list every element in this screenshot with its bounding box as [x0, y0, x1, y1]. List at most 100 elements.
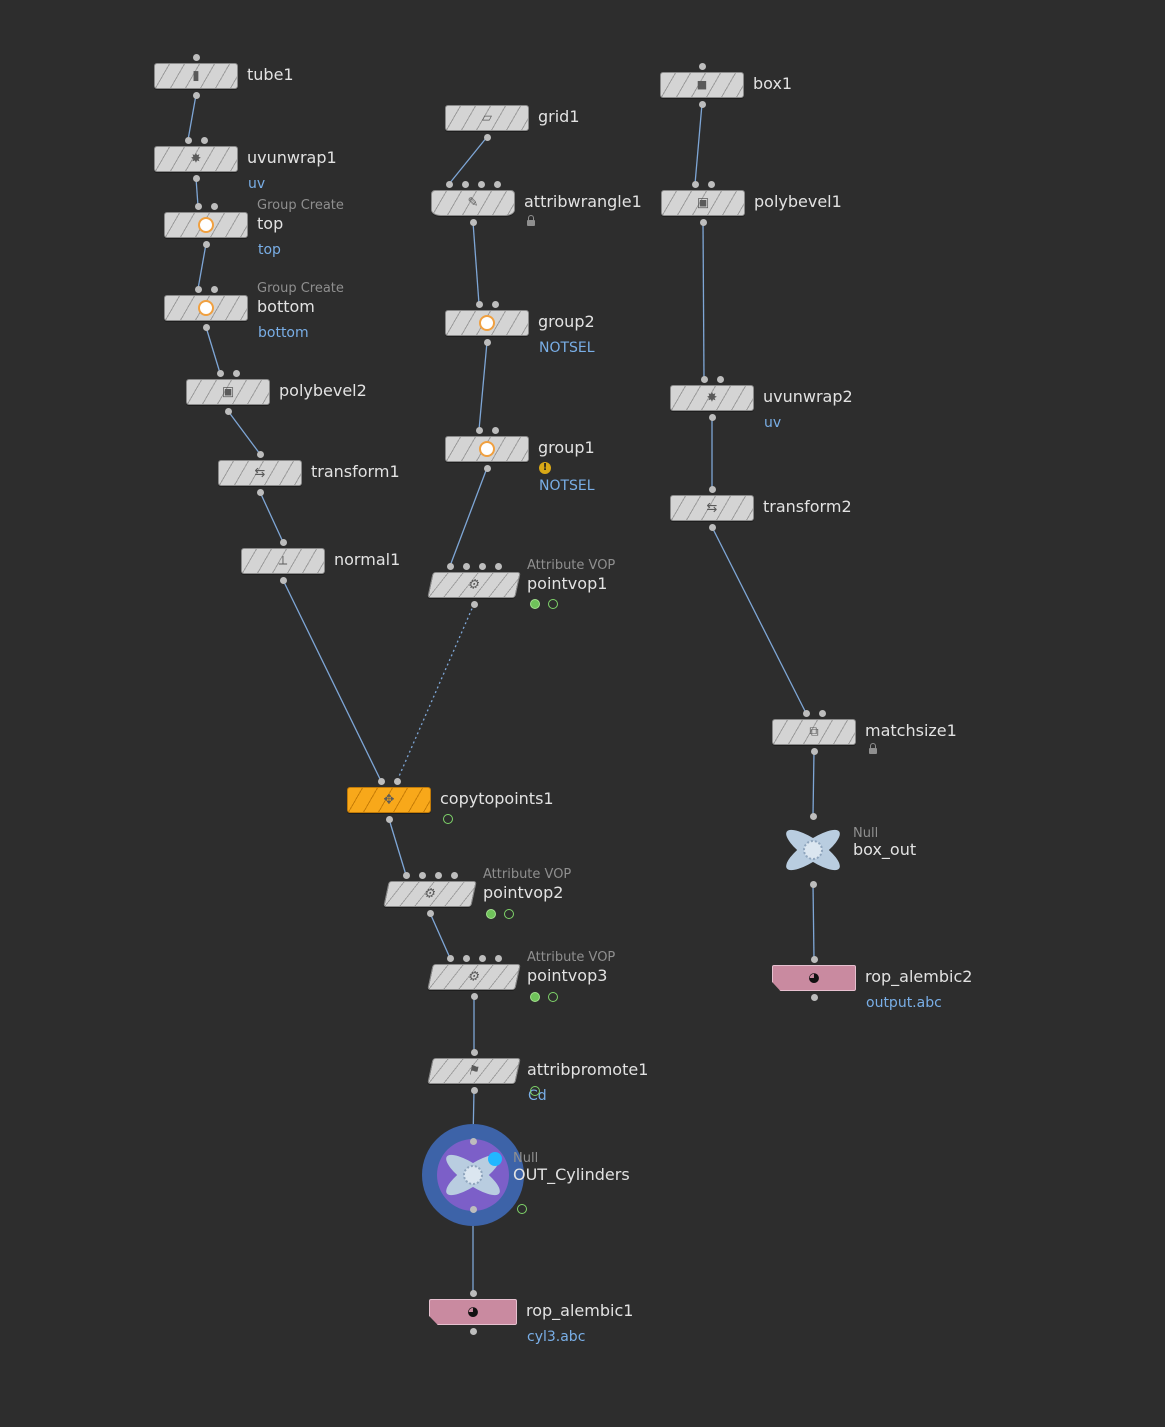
input-port[interactable] [716, 376, 724, 383]
node-normal1[interactable]: ⟂normal1 [241, 539, 400, 584]
wire-grid1-to-attribwrangle1[interactable] [448, 136, 488, 185]
input-port[interactable] [494, 955, 502, 962]
wire-matchsize1-to-box_out[interactable] [812, 750, 815, 817]
node-name[interactable]: transform1 [311, 462, 400, 481]
node-name[interactable]: group2 [538, 312, 595, 331]
output-port[interactable] [483, 339, 491, 346]
node-name[interactable]: attribpromote1 [527, 1060, 649, 1079]
output-port[interactable] [699, 219, 707, 226]
node-name[interactable]: pointvop2 [483, 883, 564, 902]
null-shape[interactable] [422, 1124, 524, 1226]
input-port[interactable] [434, 872, 442, 879]
node-polybevel1[interactable]: ▣polybevel1 [661, 181, 842, 226]
output-port[interactable] [426, 910, 434, 917]
node-name[interactable]: group1 [538, 438, 595, 457]
output-port[interactable] [470, 601, 478, 608]
input-port[interactable] [232, 370, 240, 377]
input-port[interactable] [462, 563, 470, 570]
output-port[interactable] [469, 1206, 477, 1213]
output-port[interactable] [470, 993, 478, 1000]
node-matchsize1[interactable]: ⧉matchsize1 [772, 710, 957, 755]
node-tile[interactable]: ⟂ [241, 548, 325, 574]
output-port[interactable] [469, 219, 477, 226]
input-port[interactable] [402, 872, 410, 879]
node-name[interactable]: rop_alembic2 [865, 967, 973, 986]
node-tile[interactable]: ◕ [772, 965, 856, 991]
input-port[interactable] [491, 427, 499, 434]
wire-polybevel1-to-uvunwrap2[interactable] [702, 221, 705, 380]
input-port[interactable] [393, 778, 401, 785]
input-port[interactable] [469, 1290, 477, 1297]
output-port[interactable] [192, 92, 200, 99]
wire-box_out-to-rop_alembic2[interactable] [812, 883, 815, 960]
wire-uvunwrap1-to-top[interactable] [195, 177, 199, 207]
node-name[interactable]: top [257, 214, 284, 233]
node-name[interactable]: OUT_Cylinders [513, 1165, 630, 1184]
node-name[interactable]: uvunwrap2 [763, 387, 853, 406]
node-tile[interactable]: ▱ [445, 105, 529, 131]
node-tile[interactable] [164, 212, 248, 238]
input-port[interactable] [194, 286, 202, 293]
wire-copytopoints1-to-pointvop2[interactable] [388, 818, 407, 876]
node-box1[interactable]: ◼ box1 [660, 63, 792, 108]
output-port[interactable] [470, 1087, 478, 1094]
input-port[interactable] [809, 813, 817, 820]
input-port[interactable] [478, 563, 486, 570]
node-tile[interactable]: ⚙ [427, 964, 521, 990]
node-tile[interactable]: ◕ [429, 1299, 517, 1325]
node-name[interactable]: box1 [753, 74, 793, 93]
node-name[interactable]: attribwrangle1 [524, 192, 642, 211]
node-tile[interactable]: ▣ [186, 379, 270, 405]
node-tile[interactable]: ⧉ [772, 719, 856, 745]
node-tile[interactable]: ⇆ [670, 495, 754, 521]
input-port[interactable] [256, 451, 264, 458]
output-port[interactable] [698, 101, 706, 108]
node-name[interactable]: rop_alembic1 [526, 1301, 634, 1320]
node-name[interactable]: pointvop1 [527, 574, 608, 593]
node-tile[interactable]: ✸ [670, 385, 754, 411]
input-port[interactable] [210, 286, 218, 293]
input-port[interactable] [184, 137, 192, 144]
node-tile[interactable]: ⇆ [218, 460, 302, 486]
wire-normal1-to-copytopoints1[interactable] [282, 579, 382, 782]
node-name[interactable]: box_out [853, 840, 917, 859]
node-tile[interactable]: ✎ [431, 190, 515, 216]
lock-icon[interactable] [869, 743, 877, 754]
node-tile[interactable]: ✥ [347, 787, 431, 813]
input-port[interactable] [469, 1138, 477, 1145]
input-port[interactable] [450, 872, 458, 879]
output-port[interactable] [708, 524, 716, 531]
input-port[interactable] [802, 710, 810, 717]
output-port[interactable] [809, 881, 817, 888]
input-port[interactable] [377, 778, 385, 785]
node-tile[interactable] [164, 295, 248, 321]
node-tile[interactable]: ▣ [661, 190, 745, 216]
input-port[interactable] [192, 54, 200, 61]
input-port[interactable] [470, 1049, 478, 1056]
node-grid1[interactable]: ▱grid1 [445, 105, 580, 141]
wire-top-to-bottom[interactable] [197, 243, 207, 290]
node-tile[interactable]: ▮ [154, 63, 238, 89]
wire-group2-to-group1[interactable] [478, 341, 488, 431]
input-port[interactable] [194, 203, 202, 210]
node-tile[interactable]: ◼ [660, 72, 744, 98]
input-port[interactable] [493, 181, 501, 188]
node-name[interactable]: bottom [257, 297, 315, 316]
output-port[interactable] [279, 577, 287, 584]
input-port[interactable] [691, 181, 699, 188]
input-port[interactable] [418, 872, 426, 879]
output-port[interactable] [224, 408, 232, 415]
wire-pointvop2-to-pointvop3[interactable] [429, 912, 451, 959]
wire-polybevel2-to-transform1[interactable] [227, 410, 261, 455]
input-port[interactable] [477, 181, 485, 188]
node-name[interactable]: uvunwrap1 [247, 148, 337, 167]
output-port[interactable] [192, 175, 200, 182]
